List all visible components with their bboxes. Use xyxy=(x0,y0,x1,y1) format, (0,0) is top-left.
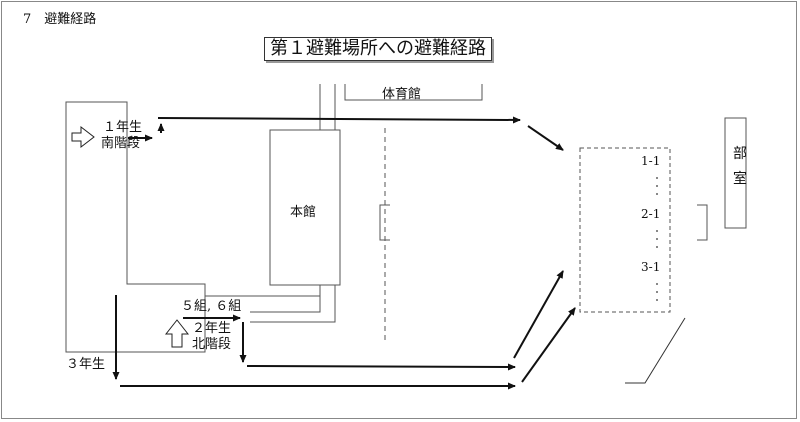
class-dotted-separators xyxy=(656,177,658,301)
side-bracket-right xyxy=(697,204,708,241)
grade1-label: １年生 xyxy=(103,120,143,135)
grade2-label: ２年生 xyxy=(192,321,232,336)
north-stairs-arrow-icon xyxy=(164,319,190,348)
route-middle-diagonal-arrow xyxy=(513,270,564,359)
main-building xyxy=(269,129,341,286)
gymnasium-label: 体育館 xyxy=(382,87,422,102)
school-building-outline xyxy=(65,101,206,353)
diagram-title: 第１避難場所への避難経路 xyxy=(264,37,492,61)
gate-fence-line xyxy=(625,317,686,384)
route-top-main-arrow xyxy=(157,116,521,124)
section-heading: 7 避難経路 xyxy=(23,12,97,27)
club-room-box xyxy=(724,117,747,229)
club-room-label-1: 部 xyxy=(733,146,747,162)
club-room-label-2: 室 xyxy=(733,171,747,187)
grade3-label: ３年生 xyxy=(66,357,106,372)
south-stairs-label: 南階段 xyxy=(101,136,141,151)
main-building-label: 本館 xyxy=(290,205,317,220)
gymnasium-bracket xyxy=(344,84,483,101)
route-bottom-diagonal-arrow xyxy=(521,307,576,383)
assembly-class-label: 3-1 xyxy=(641,260,661,274)
south-stairs-arrow-icon xyxy=(71,125,95,149)
north-stairs-label: 北階段 xyxy=(192,337,232,352)
main-building-lower-connector xyxy=(250,285,336,323)
assembly-class-label: 1-1 xyxy=(641,154,661,168)
route-top-diagonal-arrow xyxy=(527,125,564,151)
side-bracket-left xyxy=(379,204,390,241)
route-middle-arrow xyxy=(246,363,516,371)
class-5-6-label: ５組, ６組 xyxy=(181,299,242,314)
assembly-class-label: 2-1 xyxy=(641,207,661,221)
assembly-area-box xyxy=(579,147,671,313)
